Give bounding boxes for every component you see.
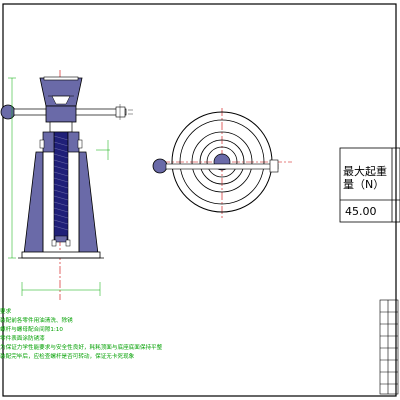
note-title: 要求	[0, 309, 12, 315]
top-view	[152, 108, 292, 218]
base-right-wall	[78, 151, 99, 255]
base-left-wall	[23, 151, 44, 255]
top-handle-ball	[152, 158, 168, 174]
technical-notes: 要求 装配前各零件用油清洗、除锈 螺杆与螺母配合间隙1:10 零件表面涂防锈漆 …	[0, 308, 300, 362]
note-item: 装配前各零件用油清洗、除锈	[0, 318, 73, 324]
spec-table-value: 45.00	[345, 205, 377, 218]
spec-table-header: 最大起重量（N）	[343, 165, 387, 191]
spec-table-lines	[339, 147, 400, 223]
front-section-view	[0, 70, 133, 300]
note-item: 螺杆与螺母配合间隙1:10	[0, 327, 63, 333]
note-item: 为保证力学性能要求与安全性良好，耗耗顶面与底座底面保持平整	[0, 345, 163, 351]
note-item: 零件表面涂防锈漆	[0, 336, 45, 342]
handle-ball	[0, 104, 16, 120]
note-item: 装配完毕后，应检查螺杆是否可转动，保证无卡死现象	[0, 354, 135, 360]
title-block	[379, 299, 399, 395]
